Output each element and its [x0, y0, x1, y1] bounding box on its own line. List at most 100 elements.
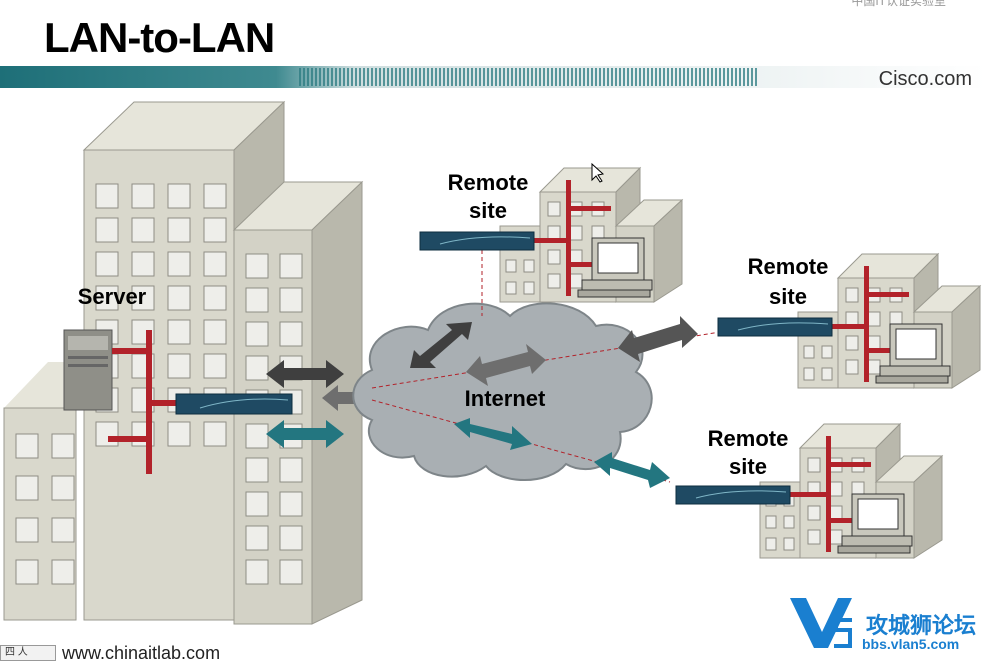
cloud-arrows — [410, 316, 698, 488]
gray-arrow — [266, 360, 344, 388]
header-band — [0, 66, 986, 88]
window — [131, 285, 155, 311]
window — [245, 287, 269, 313]
window — [167, 217, 191, 243]
v5-logo-icon: V5 — [790, 598, 852, 648]
router — [675, 485, 791, 505]
window — [765, 515, 777, 529]
window — [547, 225, 561, 241]
teal-arrow — [266, 420, 344, 448]
window — [245, 457, 269, 483]
window — [829, 529, 843, 545]
gray-arrow — [466, 344, 546, 386]
window — [845, 311, 859, 327]
window — [803, 367, 815, 381]
remote-site — [419, 166, 684, 303]
watermark-domain: bbs.vlan5.com — [862, 636, 960, 652]
window — [569, 249, 583, 265]
remote-site-label-line2: site — [769, 284, 807, 309]
remote-site — [717, 252, 982, 389]
gray-arrow — [410, 322, 472, 368]
slide-title: LAN-to-LAN — [44, 14, 275, 61]
server — [63, 329, 113, 411]
window — [95, 421, 119, 447]
window — [829, 505, 843, 521]
window — [95, 183, 119, 209]
window — [15, 475, 39, 501]
window — [245, 253, 269, 279]
window — [167, 319, 191, 345]
window — [279, 491, 303, 517]
window — [51, 433, 75, 459]
top-watermark-text: 中国IT认证实验室 — [851, 0, 946, 8]
corner-ime-box: 四 人 — [0, 645, 56, 661]
window — [547, 201, 561, 217]
window — [15, 433, 39, 459]
internet-label: Internet — [465, 386, 546, 411]
window — [203, 353, 227, 379]
window — [95, 217, 119, 243]
server-label: Server — [78, 284, 147, 309]
window — [569, 273, 583, 289]
window — [245, 321, 269, 347]
window — [95, 285, 119, 311]
window — [821, 367, 833, 381]
router — [717, 317, 833, 337]
window — [807, 457, 821, 473]
footer-url: www.chinaitlab.com — [62, 643, 221, 663]
window — [829, 481, 843, 497]
router — [419, 231, 535, 251]
window — [203, 217, 227, 243]
remote-site-label-line2: site — [729, 454, 767, 479]
window — [51, 559, 75, 585]
hq-vlan-bus — [108, 330, 178, 474]
remote-site-label-2: Remote site — [748, 254, 829, 309]
remote-site-label-3: Remote site — [708, 426, 789, 479]
window — [95, 251, 119, 277]
window — [783, 537, 795, 551]
cisco-brand: Cisco.com — [878, 68, 972, 90]
window — [131, 251, 155, 277]
window — [167, 421, 191, 447]
window — [203, 183, 227, 209]
window — [547, 249, 561, 265]
watermark-text: 攻城狮论坛 — [866, 613, 977, 638]
window — [523, 259, 535, 273]
window — [245, 491, 269, 517]
remote-site — [675, 422, 944, 559]
mouse-pointer-icon — [591, 162, 605, 183]
window — [279, 287, 303, 313]
hq-router — [175, 393, 293, 415]
window — [783, 515, 795, 529]
window — [807, 529, 821, 545]
window — [203, 421, 227, 447]
remote-site-label-line1: Remote — [748, 254, 829, 279]
window — [167, 353, 191, 379]
window — [867, 335, 881, 351]
window — [821, 345, 833, 359]
teal-arrow — [454, 418, 532, 450]
hq-building — [3, 100, 364, 625]
window — [245, 355, 269, 381]
remote-site-label-line1: Remote — [708, 426, 789, 451]
window — [203, 285, 227, 311]
window — [203, 319, 227, 345]
window — [131, 217, 155, 243]
window — [505, 259, 517, 273]
window — [867, 359, 881, 375]
window — [547, 273, 561, 289]
window — [51, 517, 75, 543]
window — [807, 505, 821, 521]
window — [51, 475, 75, 501]
window — [131, 183, 155, 209]
internet-cloud — [352, 302, 653, 481]
pc-icon — [577, 237, 653, 298]
remote-site-label-1: Remote site — [448, 170, 529, 223]
window — [505, 281, 517, 295]
teal-arrow — [594, 452, 670, 488]
gray-arrow — [618, 316, 698, 362]
window — [523, 281, 535, 295]
window — [765, 537, 777, 551]
